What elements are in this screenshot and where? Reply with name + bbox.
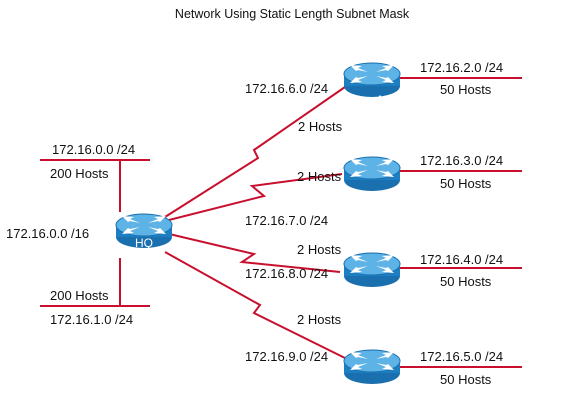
router-d-lan-subnet: 172.16.5.0 /24 — [420, 349, 503, 364]
router-b-wan-subnet: 172.16.7.0 /24 — [245, 213, 328, 228]
router-c: C 172.16.4.0 /24 50 Hosts 2 Hosts 172.16… — [245, 242, 503, 299]
router-d-wan-hosts: 2 Hosts — [297, 312, 342, 327]
wan-link-d — [164, 251, 346, 359]
router-a-wan-hosts: 2 Hosts — [298, 119, 343, 134]
router-b: B 172.16.3.0 /24 50 Hosts 2 Hosts 172.16… — [245, 153, 503, 228]
wan-link-a — [164, 86, 346, 218]
router-b-icon — [343, 156, 401, 192]
wan-link-b — [164, 173, 343, 222]
diagram-title: Network Using Static Length Subnet Mask — [175, 7, 410, 21]
router-a-lan-hosts: 50 Hosts — [440, 82, 492, 97]
router-hq-label: HQ — [135, 236, 153, 250]
router-a-wan-subnet: 172.16.6.0 /24 — [245, 81, 328, 96]
router-c-lan-hosts: 50 Hosts — [440, 274, 492, 289]
router-c-lan-subnet: 172.16.4.0 /24 — [420, 252, 503, 267]
router-c-wan-hosts: 2 Hosts — [297, 242, 342, 257]
hq-lan-bottom-subnet: 172.16.1.0 /24 — [50, 312, 133, 327]
hq-lan-bottom-hosts: 200 Hosts — [50, 288, 109, 303]
wan-link-c — [164, 232, 341, 273]
router-d-wan-subnet: 172.16.9.0 /24 — [245, 349, 328, 364]
hq-lan-top-subnet: 172.16.0.0 /24 — [52, 142, 135, 157]
router-a-label: A — [376, 93, 384, 107]
router-d-label: D — [376, 382, 385, 396]
router-c-icon — [343, 252, 401, 288]
router-b-label: B — [376, 189, 384, 203]
router-b-lan-hosts: 50 Hosts — [440, 176, 492, 191]
router-a-lan-subnet: 172.16.2.0 /24 — [420, 60, 503, 75]
router-d-lan-hosts: 50 Hosts — [440, 372, 492, 387]
router-c-wan-subnet: 172.16.8.0 /24 — [245, 266, 328, 281]
hq-lan-bottom: 200 Hosts 172.16.1.0 /24 — [40, 258, 150, 327]
router-hq: HQ — [115, 213, 173, 250]
remote-lans — [380, 77, 522, 368]
router-d: D 172.16.5.0 /24 50 Hosts 2 Hosts 172.16… — [245, 312, 503, 396]
router-a: A 172.16.2.0 /24 50 Hosts 172.16.6.0 /24… — [245, 60, 503, 134]
router-d-icon — [343, 349, 401, 385]
hq-network: 172.16.0.0 /16 — [6, 226, 89, 241]
hq-lan-top-hosts: 200 Hosts — [50, 166, 109, 181]
router-c-label: C — [376, 285, 385, 299]
router-b-wan-hosts: 2 Hosts — [297, 169, 342, 184]
hq-lan-top: 172.16.0.0 /24 200 Hosts — [40, 142, 150, 212]
router-a-icon — [343, 62, 401, 98]
wan-links — [164, 86, 346, 359]
router-b-lan-subnet: 172.16.3.0 /24 — [420, 153, 503, 168]
